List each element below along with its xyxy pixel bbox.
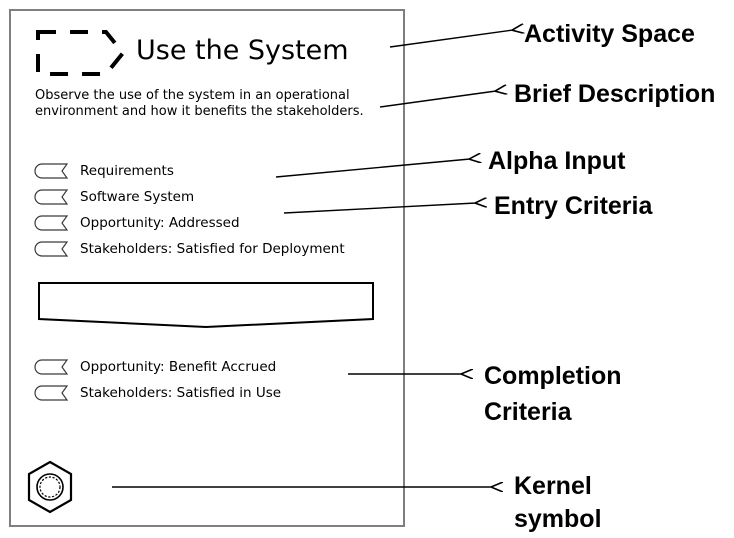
- alpha-state-icon: [34, 189, 69, 205]
- brief-description-arrow: [379, 91, 496, 108]
- alpha-state-icon: [34, 163, 69, 179]
- activity-title: Use the System: [136, 35, 349, 66]
- entry-criteria-arrow: [283, 203, 476, 214]
- completion-criterion-label: Opportunity: Benefit Accrued: [80, 359, 277, 375]
- callout-kernel-symbol-line1: Kernel: [514, 472, 592, 500]
- callout-alpha-input: Alpha Input: [488, 147, 626, 175]
- entry-criterion-label: Software System: [80, 189, 195, 205]
- kernel-icon: [27, 460, 73, 514]
- activity-flow-banner: [38, 282, 374, 329]
- alpha-input-arrow: [275, 159, 470, 178]
- callout-completion-criteria-line2: Criteria: [484, 398, 572, 426]
- activity-space-icon: [36, 30, 126, 76]
- alpha-state-icon: [34, 215, 69, 231]
- activity-description: Observe the use of the system in an oper…: [35, 88, 364, 119]
- callout-entry-criteria: Entry Criteria: [494, 192, 653, 220]
- callout-activity-space: Activity Space: [524, 20, 695, 48]
- entry-criterion-label: Stakeholders: Satisfied for Deployment: [80, 241, 345, 257]
- alpha-state-icon: [34, 385, 69, 401]
- completion-criterion-label: Stakeholders: Satisfied in Use: [80, 385, 282, 401]
- callout-kernel-symbol-line2: symbol: [514, 505, 602, 533]
- entry-criterion-label: Opportunity: Addressed: [80, 215, 240, 231]
- alpha-state-icon: [34, 359, 69, 375]
- callout-brief-description: Brief Description: [514, 80, 716, 108]
- alpha-state-icon: [34, 241, 69, 257]
- callout-completion-criteria-line1: Completion: [484, 362, 622, 390]
- entry-criterion-label: Requirements: [80, 163, 174, 179]
- activity-card: [9, 9, 405, 527]
- activity-space-arrow: [389, 30, 513, 48]
